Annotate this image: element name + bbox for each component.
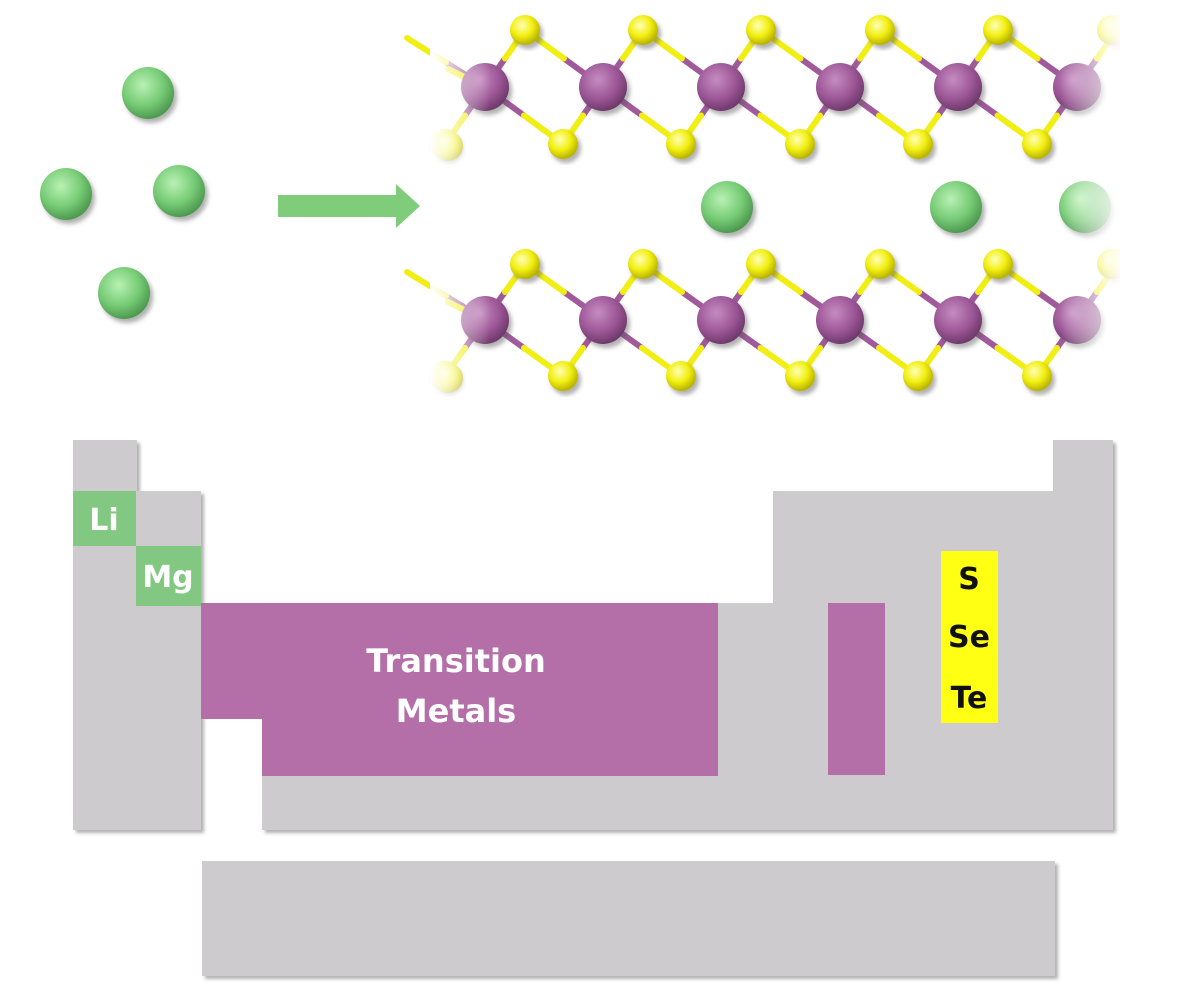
metal-atom xyxy=(579,296,627,344)
chalcogen-atom xyxy=(865,249,895,279)
chalcogen-cells xyxy=(941,551,998,723)
right-mask xyxy=(1120,0,1200,410)
metal-atom xyxy=(934,296,982,344)
li-cell xyxy=(73,491,136,546)
chalcogen-atom xyxy=(1022,361,1052,391)
metal-atom xyxy=(697,63,745,111)
chalcogen-atom xyxy=(746,249,776,279)
tellurium-label: Te xyxy=(951,681,988,716)
free-ion xyxy=(153,165,205,217)
chalcogen-atom xyxy=(785,129,815,159)
chalcogen-atom xyxy=(903,361,933,391)
mg-label: Mg xyxy=(142,560,193,595)
chalcogen-atom xyxy=(666,129,696,159)
noble-gas-column xyxy=(1053,440,1113,500)
chalcogen-atom xyxy=(510,249,540,279)
right-arrow-icon xyxy=(278,184,420,228)
group2-column xyxy=(136,491,201,830)
mg-cell xyxy=(136,546,201,606)
f-block xyxy=(202,861,1055,976)
group13-14-highlight xyxy=(828,603,885,775)
intercalated-ion xyxy=(701,181,753,233)
free-ion xyxy=(40,168,92,220)
layered-crystal-structure xyxy=(404,0,1200,410)
sulfur-label: S xyxy=(958,562,980,597)
right-fade xyxy=(1060,10,1122,400)
selenium-label: Se xyxy=(948,620,990,655)
metal-atom xyxy=(579,63,627,111)
metal-atom xyxy=(816,63,864,111)
chalcogen-atom xyxy=(628,249,658,279)
atom-group xyxy=(430,15,1132,393)
chalcogen-atom xyxy=(510,15,540,45)
metal-atom xyxy=(816,296,864,344)
chalcogen-atom xyxy=(865,15,895,45)
chalcogen-atom xyxy=(666,361,696,391)
left-fade xyxy=(430,10,490,400)
chalcogen-atom xyxy=(1022,129,1052,159)
chalcogen-atom xyxy=(548,129,578,159)
metal-atom xyxy=(934,63,982,111)
chalcogen-atom xyxy=(746,15,776,45)
free-ions xyxy=(40,67,205,319)
transition-metals-label-line1: Transition xyxy=(366,642,546,680)
bond-group xyxy=(404,27,1120,379)
free-ion xyxy=(122,67,174,119)
chalcogen-atom xyxy=(785,361,815,391)
li-label: Li xyxy=(89,503,118,538)
chalcogen-atom xyxy=(548,361,578,391)
intercalated-ion xyxy=(930,181,982,233)
chalcogen-atom xyxy=(983,249,1013,279)
chalcogen-atom xyxy=(903,129,933,159)
free-ion xyxy=(98,267,150,319)
transition-metals-label-line2: Metals xyxy=(396,692,516,730)
metal-atom xyxy=(697,296,745,344)
transition-metals-lower xyxy=(262,603,718,776)
chalcogen-atom xyxy=(983,15,1013,45)
chalcogen-atom xyxy=(628,15,658,45)
